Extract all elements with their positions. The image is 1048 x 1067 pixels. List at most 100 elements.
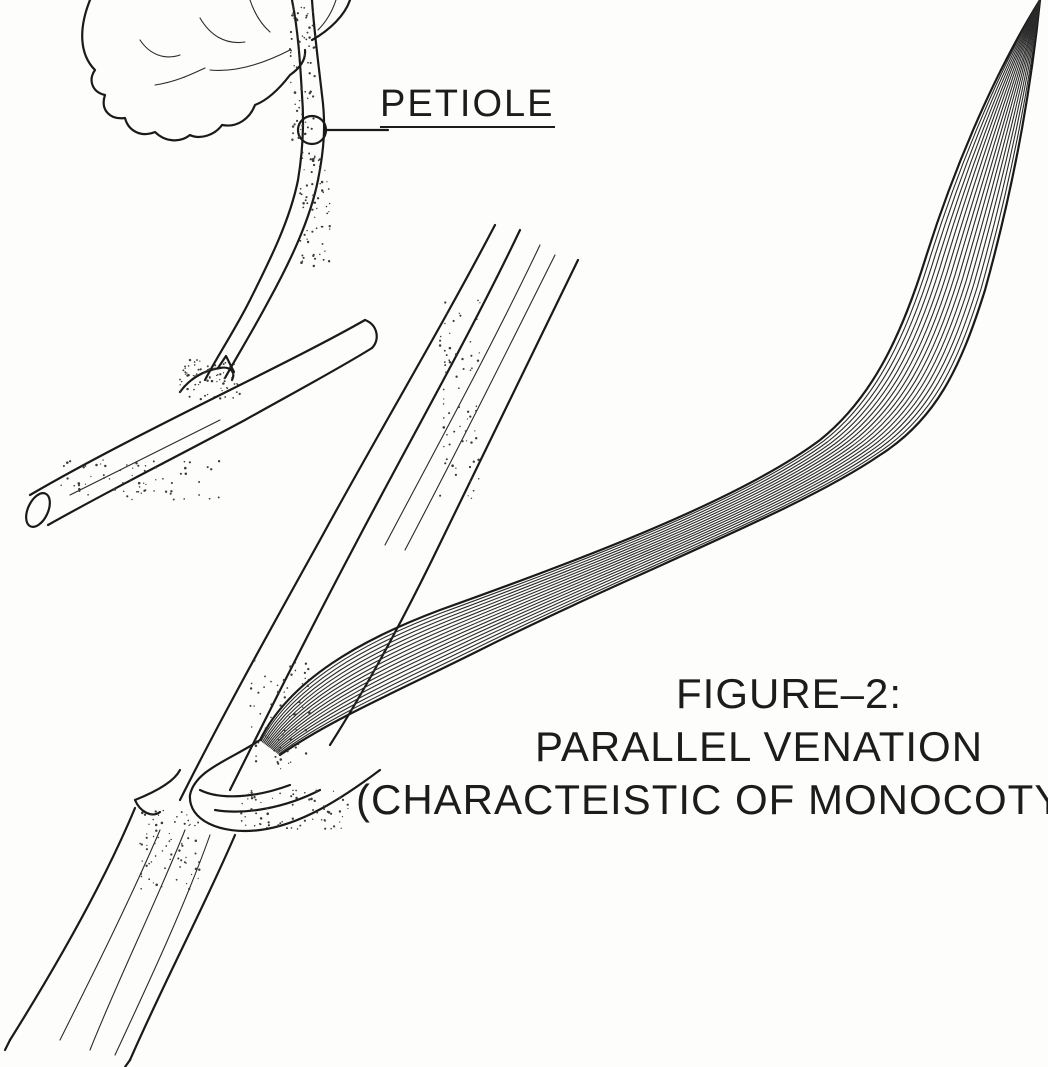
stipple-dot	[158, 815, 159, 816]
stipple-dot	[311, 231, 313, 233]
stipple-dot	[455, 376, 457, 378]
stipple-shading	[60, 5, 480, 890]
stipple-dot	[470, 341, 472, 343]
stipple-dot	[300, 188, 302, 190]
stipple-dot	[453, 320, 455, 322]
stipple-dot	[470, 369, 472, 371]
stipple-dot	[455, 474, 457, 476]
stipple-dot	[439, 495, 441, 497]
stipple-dot	[308, 45, 310, 47]
stipple-dot	[240, 812, 242, 814]
stipple-dot	[162, 478, 164, 480]
stipple-dot	[253, 796, 255, 798]
stipple-dot	[347, 804, 349, 806]
stipple-dot	[171, 482, 173, 484]
stipple-dot	[204, 395, 206, 397]
stipple-dot	[323, 805, 325, 807]
stipple-dot	[318, 160, 320, 162]
stipple-dot	[141, 812, 144, 815]
stipple-dot	[197, 822, 199, 824]
stipple-dot	[143, 483, 144, 484]
stipple-dot	[462, 440, 464, 442]
stipple-dot	[279, 690, 280, 691]
stipple-dot	[288, 763, 289, 764]
stipple-dot	[455, 353, 457, 355]
stipple-dot	[307, 13, 308, 14]
stipple-dot	[471, 498, 472, 499]
stipple-dot	[255, 760, 257, 762]
stipple-dot	[177, 857, 179, 859]
stipple-dot	[330, 828, 332, 830]
stipple-dot	[308, 679, 309, 680]
stipple-dot	[313, 265, 315, 267]
stipple-dot	[459, 313, 460, 314]
stipple-dot	[313, 202, 315, 204]
stipple-dot	[303, 7, 305, 9]
stipple-dot	[187, 837, 189, 839]
stipple-dot	[217, 374, 219, 376]
stipple-dot	[186, 372, 187, 373]
stipple-dot	[308, 798, 310, 800]
stipple-dot	[312, 158, 315, 161]
stipple-dot	[296, 19, 298, 21]
stipple-dot	[303, 257, 305, 259]
stipple-dot	[310, 798, 313, 801]
stipple-dot	[193, 375, 194, 376]
stipple-dot	[219, 379, 220, 380]
stipple-dot	[282, 733, 284, 735]
stipple-dot	[104, 465, 106, 467]
stipple-dot	[153, 460, 155, 462]
stipple-dot	[305, 39, 307, 41]
stipple-dot	[290, 82, 291, 83]
stipple-dot	[169, 859, 171, 861]
stipple-dot	[295, 790, 297, 792]
stipple-dot	[287, 750, 289, 752]
stipple-dot	[301, 193, 303, 195]
stipple-dot	[307, 241, 309, 243]
stipple-dot	[126, 495, 128, 497]
stipple-dot	[181, 381, 183, 383]
stipple-dot	[195, 868, 198, 871]
stipple-dot	[305, 729, 308, 732]
stipple-dot	[223, 372, 224, 373]
stipple-dot	[141, 876, 143, 878]
stipple-dot	[443, 403, 445, 405]
stipple-dot	[255, 755, 257, 757]
stipple-dot	[184, 461, 186, 463]
monocot-stem	[5, 225, 578, 1067]
stipple-dot	[194, 375, 196, 377]
stipple-dot	[292, 804, 294, 806]
stipple-dot	[185, 373, 186, 374]
stipple-dot	[446, 313, 447, 314]
stipple-dot	[162, 850, 164, 852]
stipple-dot	[265, 735, 266, 736]
stipple-dot	[319, 254, 321, 256]
stipple-dot	[468, 495, 469, 496]
stipple-dot	[302, 207, 304, 209]
stipple-dot	[286, 827, 288, 829]
stipple-dot	[250, 808, 252, 810]
stipple-dot	[251, 726, 252, 727]
stipple-dot	[294, 16, 296, 18]
stipple-dot	[137, 465, 139, 467]
stipple-dot	[311, 209, 313, 211]
stipple-dot	[251, 797, 253, 799]
stipple-dot	[186, 814, 187, 815]
stipple-dot	[293, 713, 296, 716]
stipple-dot	[339, 797, 342, 800]
stipple-dot	[292, 132, 294, 134]
stipple-dot	[292, 125, 294, 127]
stipple-dot	[181, 843, 183, 845]
stipple-dot	[294, 91, 297, 94]
stipple-dot	[142, 860, 143, 861]
stipple-dot	[232, 397, 234, 399]
stipple-dot	[255, 744, 258, 747]
stipple-dot	[199, 360, 200, 361]
stipple-dot	[302, 202, 305, 205]
stipple-dot	[310, 62, 312, 64]
stipple-dot	[342, 799, 344, 801]
stipple-dot	[326, 181, 327, 182]
stipple-dot	[126, 464, 128, 466]
stipple-dot	[328, 188, 330, 190]
stipple-dot	[144, 813, 146, 815]
